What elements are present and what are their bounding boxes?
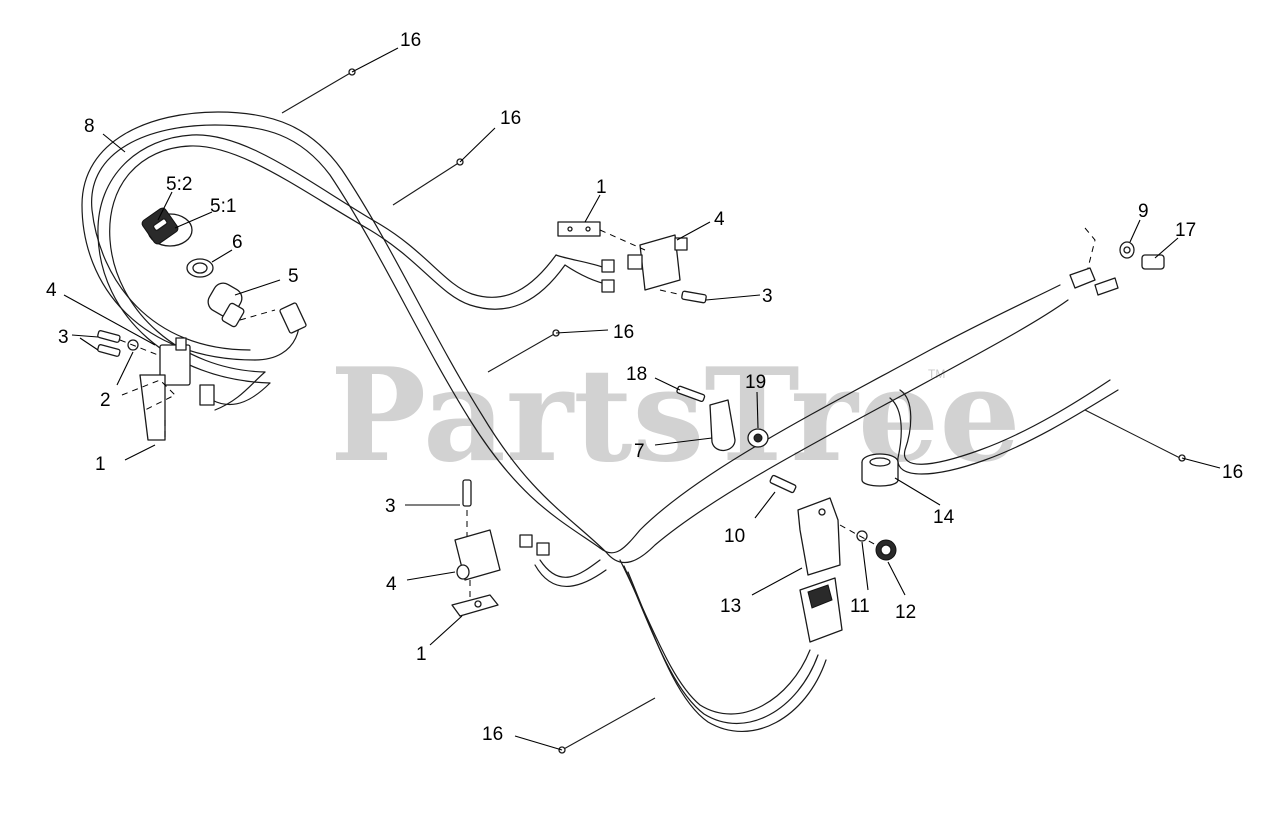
partstree-watermark: PartsTree [330, 341, 1021, 491]
callout-washer-11: 11 [850, 596, 870, 617]
callout-switch-5: 5 [288, 266, 299, 287]
cable-tie-bottom [561, 697, 656, 751]
callout-cable-tie-top: 16 [400, 30, 421, 51]
callout-cable-tie-bottom: 16 [482, 724, 503, 745]
callout-bracket-1-bottom: 1 [416, 644, 427, 665]
ignition-key-switch [141, 207, 214, 278]
callout-nut-6: 6 [232, 232, 243, 253]
callout-switch-4-top: 4 [714, 209, 725, 230]
left-switch-assembly [97, 330, 215, 441]
switch-plunger [207, 282, 307, 334]
callout-switch-4-left: 4 [46, 280, 57, 301]
callout-key-5-1: 5:1 [210, 196, 236, 217]
callout-cable-tie-upper: 16 [500, 108, 521, 129]
callout-screw-18: 18 [626, 364, 647, 385]
callout-grommet-14: 14 [933, 507, 955, 528]
cable-tie-upper [392, 161, 461, 206]
wire-harness [81, 111, 1119, 732]
ground-bolt-assembly [1069, 227, 1165, 296]
callout-key-5-2: 5:2 [166, 174, 192, 195]
callout-cable-tie-right: 16 [1222, 462, 1243, 483]
callout-washer-9: 9 [1138, 201, 1149, 222]
callout-nut-12: 12 [895, 602, 916, 623]
top-switch-assembly [557, 221, 707, 304]
callout-nut-19: 19 [745, 372, 766, 393]
callout-bolt-17: 17 [1175, 220, 1196, 241]
callout-washer-2: 2 [100, 390, 111, 411]
cable-tie-right [1084, 409, 1181, 459]
callout-clamp-7: 7 [634, 441, 645, 462]
callout-relay-13: 13 [720, 596, 741, 617]
relay-assembly [769, 474, 897, 643]
washer-11 [856, 530, 868, 542]
callout-switch-4-bottom: 4 [386, 574, 397, 595]
callout-screws-3-left: 3 [58, 327, 69, 348]
callout-cable-tie-middle: 16 [613, 322, 634, 343]
callout-screw-3-top: 3 [762, 286, 773, 307]
callout-harness: 8 [84, 116, 95, 137]
callout-bracket-1-left: 1 [95, 454, 106, 475]
bottom-switch-assembly [451, 479, 550, 617]
callout-screw-3-bottom: 3 [385, 496, 396, 517]
callout-labels: 16 16 16 16 16 8 5:2 5:1 6 5 4 3 2 1 1 4… [46, 30, 1243, 745]
cable-tie-top [281, 71, 353, 114]
trademark-mark: TM [928, 367, 945, 381]
cable-ties [281, 68, 1186, 754]
callout-bracket-1-top: 1 [596, 177, 607, 198]
callout-screw-10: 10 [724, 526, 745, 547]
cable-tie-middle [487, 332, 557, 373]
leader-lines [63, 47, 1221, 751]
harness-clamp-assembly [676, 385, 769, 452]
grommet [861, 453, 899, 487]
